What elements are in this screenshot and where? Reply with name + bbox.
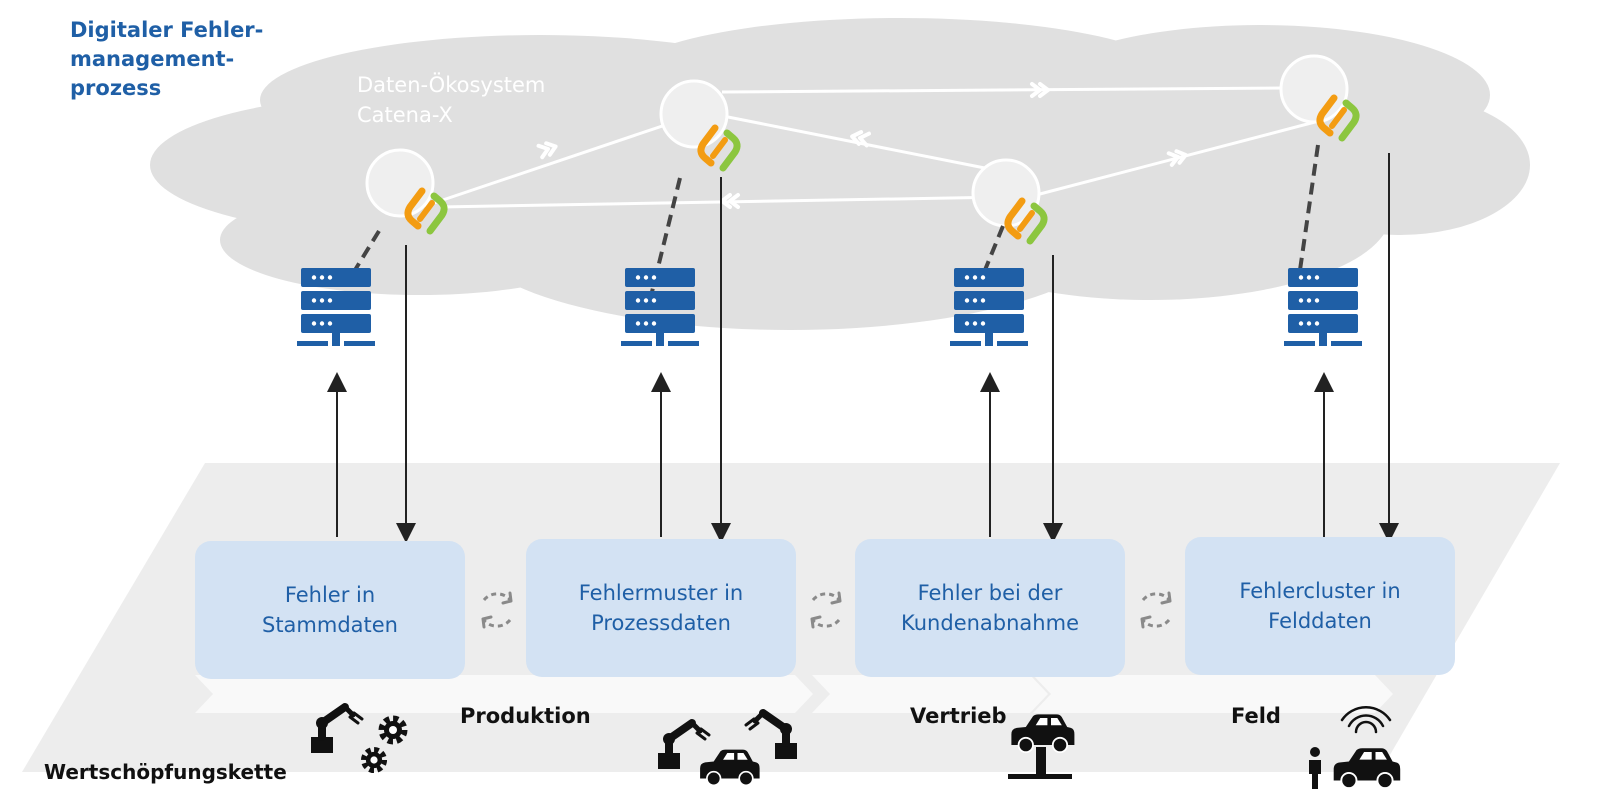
server-rack-icon — [297, 268, 375, 346]
box-text-line: Fehlercluster in — [1239, 579, 1401, 603]
stage-arrow-sales — [812, 675, 1048, 713]
diagram-title: Digitaler Fehler- management- prozess — [70, 16, 263, 103]
cloud-label: Daten-Ökosystem Catena-X — [357, 70, 545, 130]
box-text-line: Fehler bei der — [917, 581, 1063, 605]
box-text-line: Stammdaten — [261, 613, 398, 637]
box-customer-acceptance-errors: Fehler bei der Kundenabnahme — [855, 539, 1125, 677]
stage-label-sales: Vertrieb — [910, 704, 1007, 728]
stage-label-production: Produktion — [460, 704, 591, 728]
box-text-line: Kundenabnahme — [901, 611, 1079, 635]
wireless-signal-icon — [1340, 706, 1392, 734]
box-master-data-errors: Fehler in Stammdaten — [195, 541, 465, 679]
stage-label-field: Feld — [1231, 704, 1281, 728]
server-rack-icon — [621, 268, 699, 346]
cloud-label-line: Catena-X — [357, 103, 453, 127]
box-field-data-clusters: Fehlercluster in Felddaten — [1185, 537, 1455, 675]
cloud-label-line: Daten-Ökosystem — [357, 73, 546, 97]
stage-arrow-field — [1033, 675, 1393, 713]
title-line: Digitaler Fehler- — [70, 18, 264, 42]
box-text-line: Prozessdaten — [591, 611, 731, 635]
stage-arrow-production — [195, 675, 813, 713]
title-line: prozess — [70, 76, 162, 100]
car-lift-icon — [1008, 747, 1072, 779]
person-icon — [1309, 747, 1321, 789]
box-text-line: Fehler in — [284, 583, 376, 607]
box-process-data-patterns: Fehlermuster in Prozessdaten — [526, 539, 796, 677]
box-text-line: Fehlermuster in — [578, 581, 744, 605]
server-rack-icon — [1284, 268, 1362, 346]
box-text-line: Felddaten — [1268, 609, 1372, 633]
value-chain-label: Wertschöpfungskette — [44, 760, 287, 784]
server-rack-icon — [950, 268, 1028, 346]
data-flow-arrows — [327, 153, 1399, 543]
title-line: management- — [70, 47, 235, 71]
